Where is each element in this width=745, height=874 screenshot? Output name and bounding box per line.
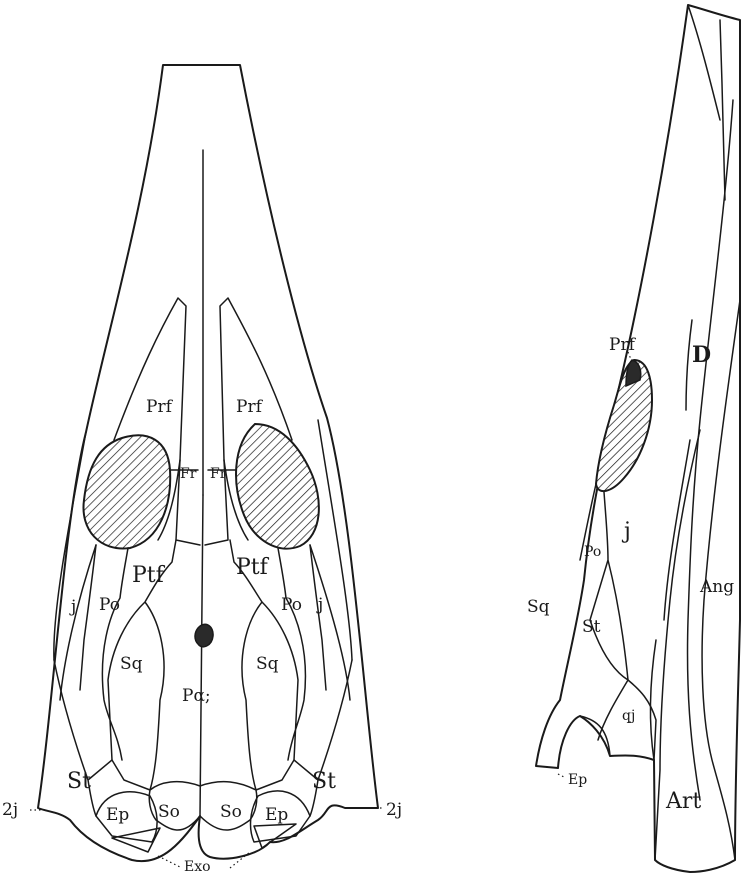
label-j-right: j	[316, 595, 323, 615]
label-fr-left: Fr	[180, 466, 197, 482]
label-qj-left: 2j	[2, 800, 18, 820]
label-fr-right: Fr	[210, 466, 227, 482]
label-so-left: So	[158, 802, 180, 822]
right-jugal-suture	[310, 420, 352, 700]
label-ep-left: Ep	[106, 805, 129, 825]
label-po-left: Po	[99, 595, 120, 615]
dorsal-midline-lower	[200, 495, 203, 816]
pineal-foramen	[195, 624, 213, 647]
label-lat-sq: Sq	[527, 597, 550, 617]
label-st-left: St	[67, 769, 91, 794]
label-j-left: j	[69, 597, 76, 617]
label-lat-ep: Ep	[568, 772, 587, 788]
label-lat-d: D	[692, 342, 711, 368]
left-orbit	[83, 435, 170, 548]
label-po-right: Po	[281, 595, 302, 615]
label-lat-ang: Ang	[699, 577, 734, 597]
label-lat-prf: Prf	[609, 335, 637, 355]
label-qj-right: 2j	[386, 800, 402, 820]
label-pa: Pα;	[182, 686, 211, 706]
ep-leader	[558, 774, 566, 778]
label-sq-right: Sq	[256, 654, 279, 674]
lateral-orbit	[596, 360, 652, 491]
surangular-line	[664, 320, 692, 620]
dentary-inner-line	[688, 100, 734, 800]
lateral-view: Prf D j Po Sq Ang St qj Ep Art	[527, 5, 740, 872]
label-lat-qj: qj	[622, 708, 635, 724]
label-exo: Exo	[184, 859, 211, 874]
right-orbit	[236, 424, 319, 549]
dorsal-skull-outline	[38, 65, 378, 861]
label-lat-j: j	[621, 519, 631, 544]
label-prf-left: Prf	[146, 397, 174, 417]
label-ptf-left: Ptf	[132, 563, 166, 588]
label-prf-right: Prf	[236, 397, 264, 417]
label-so-right: So	[220, 802, 242, 822]
label-ptf-right: Ptf	[236, 555, 270, 580]
label-ep-right: Ep	[265, 805, 288, 825]
dentary-upper-suture	[688, 5, 725, 200]
label-lat-po: Po	[584, 544, 601, 560]
label-st-right: St	[312, 769, 336, 794]
right-epiotic-triangle	[254, 824, 296, 848]
label-lat-art: Art	[665, 789, 701, 814]
label-sq-left: Sq	[120, 654, 143, 674]
dorsal-view: Prf Prf Fr Fr Ptf Ptf j j Po Po Sq Sq Pα…	[2, 65, 402, 874]
label-lat-st: St	[582, 617, 601, 637]
